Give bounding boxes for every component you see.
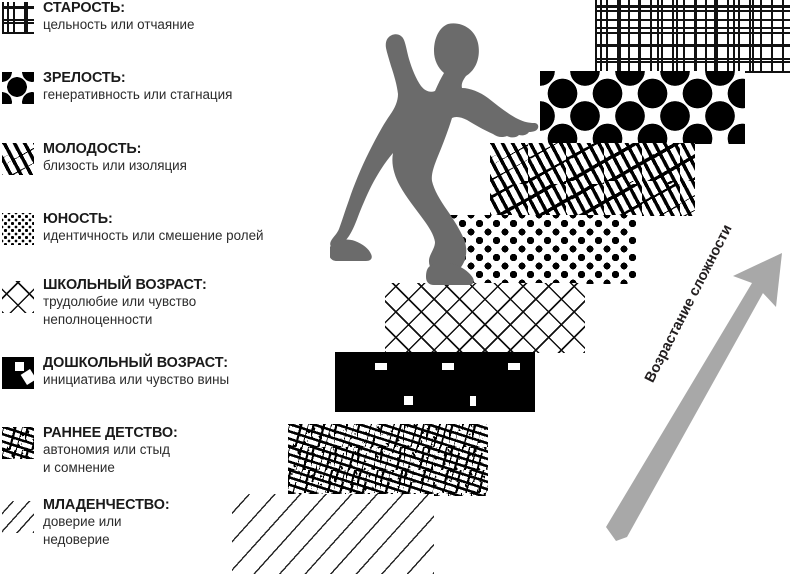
legend-subtitle-shkolnyy-vozrast-line1: трудолюбие или чувство [43,294,197,309]
legend-subtitle-mladenchestvo-line2: недоверие [43,531,110,547]
legend-title-shkolnyy-vozrast: ШКОЛЬНЫЙ ВОЗРАСТ: [43,277,207,293]
legend-subtitle-rannee-detstvo-line1: автономия или стыд [43,442,170,457]
legend-title-starost: СТАРОСТЬ: [43,0,125,16]
legend-subtitle-mladenchestvo-line1: доверие или [43,514,122,529]
legend-subtitle-starost: цельность или отчаяние [43,17,195,32]
walking-person-silhouette [329,18,540,298]
step-block-starost [595,0,790,73]
legend-title-doshkolnyy-vozrast: ДОШКОЛЬНЫЙ ВОЗРАСТ: [43,355,228,371]
dots-pattern-swatch [2,213,34,245]
legend-title-zrelost: ЗРЕЛОСТЬ: [43,70,126,86]
big-dots-pattern-swatch [2,72,34,104]
legend-title-rannee-detstvo: РАННЕЕ ДЕТСТВО: [43,425,178,441]
step-block-molodost [490,143,695,216]
up-right-arrow [600,245,790,545]
legend-title-molodost: МОЛОДОСТЬ: [43,141,142,157]
step-block-zrelost [540,71,745,144]
legend-title-yunost: ЮНОСТЬ: [43,211,113,227]
step-block-shkolnyy-vozrast [385,283,585,353]
stage-legend: СТАРОСТЬ: цельность или отчаяние ЗРЕЛОСТ… [0,0,372,574]
legend-title-mladenchestvo: МЛАДЕНЧЕСТВО: [43,497,170,513]
step-block-rannee-detstvo [288,424,488,496]
legend-subtitle-zrelost: генеративность или стагнация [43,87,233,102]
lattice-pattern-swatch [2,281,34,313]
mesh-pattern-swatch [2,2,34,34]
solid-black-pattern-swatch [2,357,34,389]
step-block-yunost [437,215,637,284]
scribble-pattern-swatch [2,427,34,459]
legend-subtitle-doshkolnyy-vozrast: инициатива или чувство вины [43,372,230,387]
legend-subtitle-molodost: близость или изоляция [43,158,187,173]
legend-subtitle-shkolnyy-vozrast-line2: неполноценности [43,311,153,327]
step-block-doshkolnyy-vozrast [335,352,535,412]
hatch-pattern-swatch [2,501,34,533]
legend-subtitle-yunost: идентичность или смешение ролей [43,228,264,243]
step-block-mladenchestvo [232,494,434,574]
legend-subtitle-rannee-detstvo-line2: и сомнение [43,459,115,475]
dashes-pattern-swatch [2,143,34,175]
